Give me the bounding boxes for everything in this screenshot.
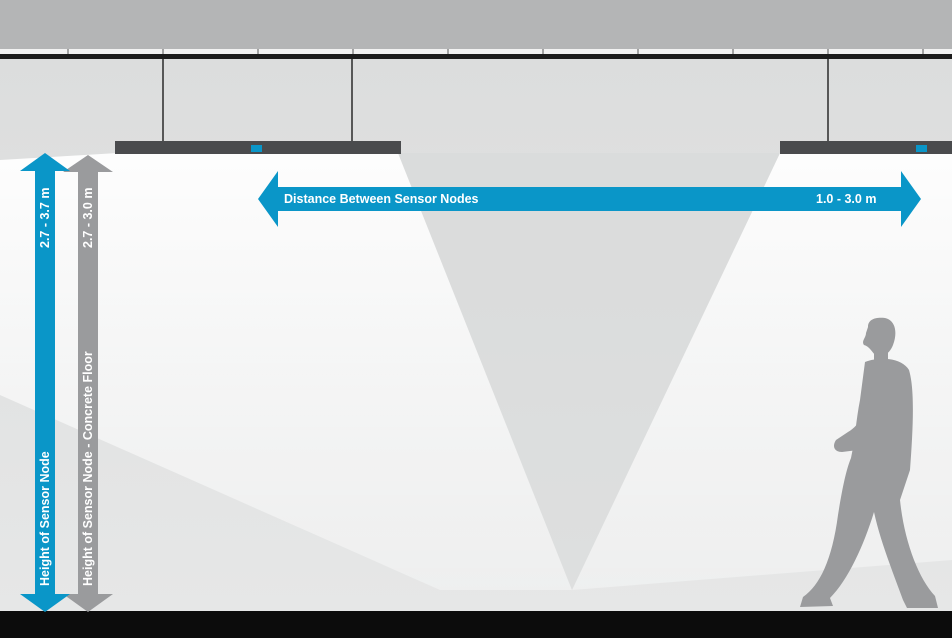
shadow-zone <box>398 153 780 590</box>
floor-height-label: Height of Sensor Node - Concrete Floor <box>81 351 95 586</box>
floor <box>0 611 952 638</box>
sensor-node-icon <box>251 145 262 152</box>
ceiling-track <box>0 54 952 59</box>
suspension-wires <box>162 59 829 142</box>
sensor-height-arrow <box>20 153 70 612</box>
distance-arrow <box>258 171 921 227</box>
sensor-height-range: 2.7 - 3.7 m <box>38 187 52 248</box>
sensor-height-label: Height of Sensor Node <box>38 451 52 586</box>
ceiling-edge <box>0 49 952 54</box>
light-cone-left <box>0 153 572 590</box>
floor-height-arrow <box>63 155 113 612</box>
floor-height-range: 2.7 - 3.0 m <box>81 187 95 248</box>
distance-label: Distance Between Sensor Nodes <box>284 192 479 206</box>
walking-person-icon <box>800 317 938 608</box>
light-fixture-right <box>780 141 952 154</box>
ceiling-grid-ticks <box>67 49 924 54</box>
ceiling <box>0 0 952 49</box>
distance-range: 1.0 - 3.0 m <box>816 192 877 206</box>
sensor-node-icon <box>916 145 927 152</box>
